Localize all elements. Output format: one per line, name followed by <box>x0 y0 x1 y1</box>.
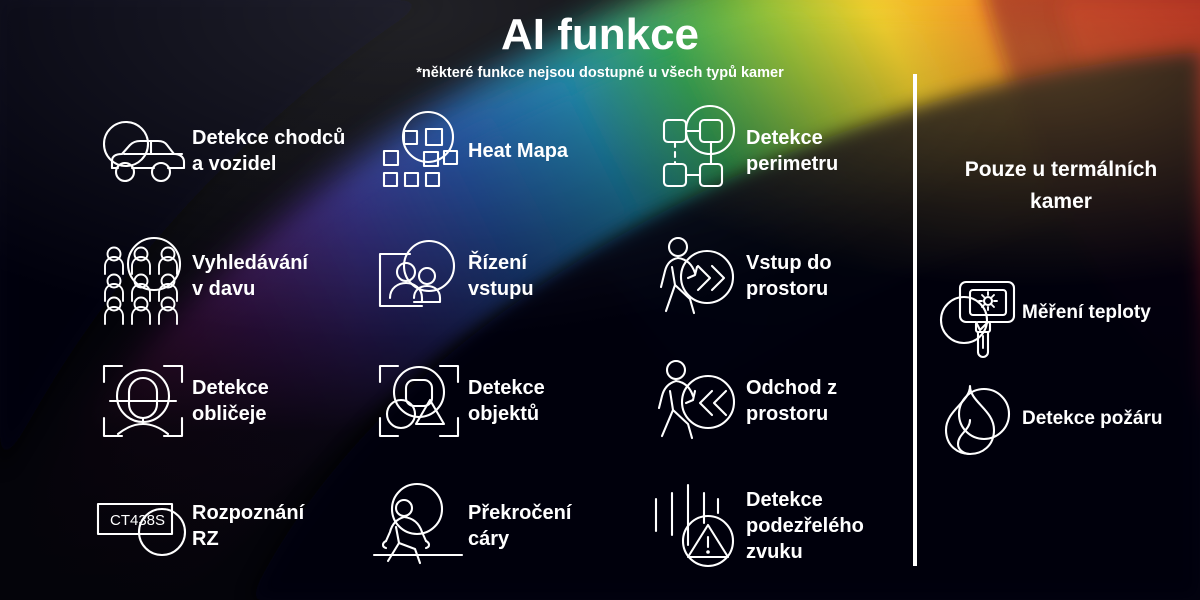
thermal-section: Pouze u termálních kamer Měření teploty <box>930 88 1192 588</box>
feature-label: Překročení cáry <box>468 501 572 550</box>
feature-item-area-exit: Odchod z prostoru <box>650 338 916 463</box>
feature-label: Detekce perimetru <box>746 126 839 175</box>
feature-item-crowd-search: Vyhledávání v davu <box>96 213 372 338</box>
thermal-section-title: Pouze u termálních kamer <box>964 158 1158 213</box>
feature-grid: Detekce chodců a vozidel <box>96 88 916 588</box>
feature-item-area-entry: Vstup do prostoru <box>650 213 916 338</box>
page-title: AI funkce <box>500 10 700 59</box>
feature-item-pedestrian-vehicle-detection: Detekce chodců a vozidel <box>96 88 372 213</box>
feature-label: Vyhledávání v davu <box>192 251 308 300</box>
area-entry-icon <box>650 228 746 324</box>
feature-label: Vstup do prostoru <box>746 251 832 300</box>
header: AI funkce *některé funkce nejsou dostupn… <box>0 8 1200 82</box>
access-control-icon <box>372 228 468 324</box>
feature-label: Heat Mapa <box>468 139 569 162</box>
section-divider <box>913 74 917 566</box>
thermal-item-label: Detekce požáru <box>1022 408 1163 429</box>
feature-item-object-detection: Detekce objektů <box>372 338 650 463</box>
feature-item-heat-map: Heat Mapa <box>372 88 650 213</box>
feature-label: Detekce obličeje <box>192 376 269 425</box>
feature-label: Odchod z prostoru <box>746 376 838 425</box>
temperature-measurement-icon <box>936 270 1022 358</box>
fire-detection-icon <box>936 376 1022 462</box>
feature-label: Řízení vstupu <box>468 251 534 300</box>
perimeter-detection-icon <box>650 103 746 199</box>
face-detection-icon <box>96 353 192 449</box>
area-exit-icon <box>650 353 746 449</box>
pedestrian-vehicle-detection-icon <box>96 103 192 199</box>
feature-label: Detekce chodců a vozidel <box>192 126 346 175</box>
feature-item-perimeter-detection: Detekce perimetru <box>650 88 916 213</box>
thermal-item-fire-detection: Detekce požáru <box>936 376 1162 462</box>
object-detection-icon <box>372 353 468 449</box>
feature-label: Rozpoznání RZ <box>192 501 305 550</box>
thermal-item-temperature-measurement: Měření teploty <box>936 270 1151 358</box>
line-crossing-icon <box>372 478 468 574</box>
feature-item-access-control: Řízení vstupu <box>372 213 650 338</box>
feature-item-suspicious-sound-detection: Detekce podezřelého zvuku <box>650 463 916 588</box>
suspicious-sound-detection-icon <box>650 478 746 574</box>
feature-item-line-crossing: Překročení cáry <box>372 463 650 588</box>
license-plate-text: CT438S <box>110 512 165 529</box>
heat-map-icon <box>372 103 468 199</box>
crowd-search-icon <box>96 228 192 325</box>
feature-label: Detekce podezřelého zvuku <box>746 488 864 563</box>
thermal-item-label: Měření teploty <box>1022 302 1151 323</box>
page-subtitle: *některé funkce nejsou dostupné u všech … <box>416 65 784 81</box>
feature-item-face-detection: Detekce obličeje <box>96 338 372 463</box>
feature-label: Detekce objektů <box>468 376 545 425</box>
license-plate-recognition-icon: CT438S <box>96 478 192 574</box>
feature-item-license-plate-recognition: CT438S Rozpoznání RZ <box>96 463 372 588</box>
